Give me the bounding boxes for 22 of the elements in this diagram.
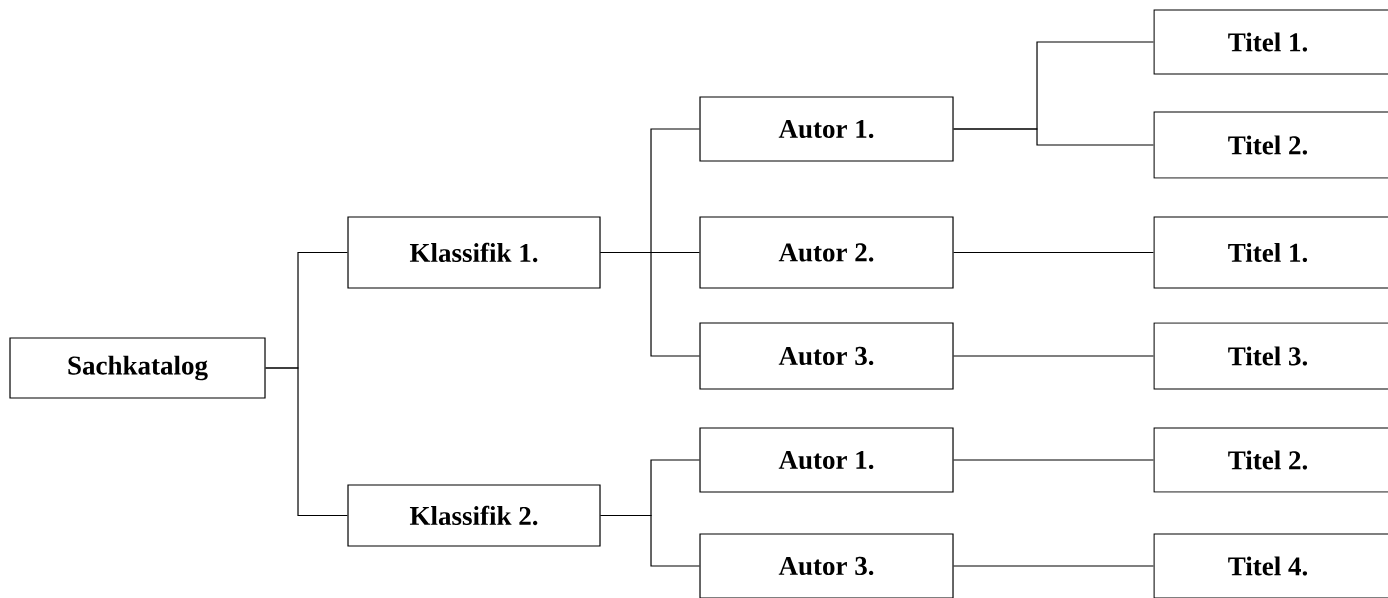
connector-line	[953, 565, 1154, 567]
label-box: Klassifik 2.	[347, 484, 601, 547]
label-box: Autor 3.	[699, 533, 954, 598]
label-box: Autor 1.	[699, 427, 954, 493]
label-box: Titel 2.	[1153, 111, 1388, 179]
label-box: Titel 3.	[1153, 322, 1388, 390]
connector-line	[600, 251, 700, 357]
label-box: Autor 3.	[699, 322, 954, 390]
connector-line	[265, 367, 348, 517]
connector-line	[953, 128, 1154, 146]
label-box: Klassifik 1.	[347, 216, 601, 289]
connector-line	[953, 355, 1154, 357]
connector-line	[953, 459, 1154, 461]
label-box: Titel 1.	[1153, 216, 1388, 289]
label-box: Autor 1.	[699, 96, 954, 162]
label-box: Sachkatalog	[9, 337, 266, 399]
label-box: Autor 2.	[699, 216, 954, 289]
connector-line	[600, 514, 700, 567]
label-box: Titel 4.	[1153, 533, 1388, 598]
connector-line	[953, 251, 1154, 254]
label-box: Titel 1.	[1153, 9, 1388, 75]
label-box: Titel 2.	[1153, 427, 1388, 493]
